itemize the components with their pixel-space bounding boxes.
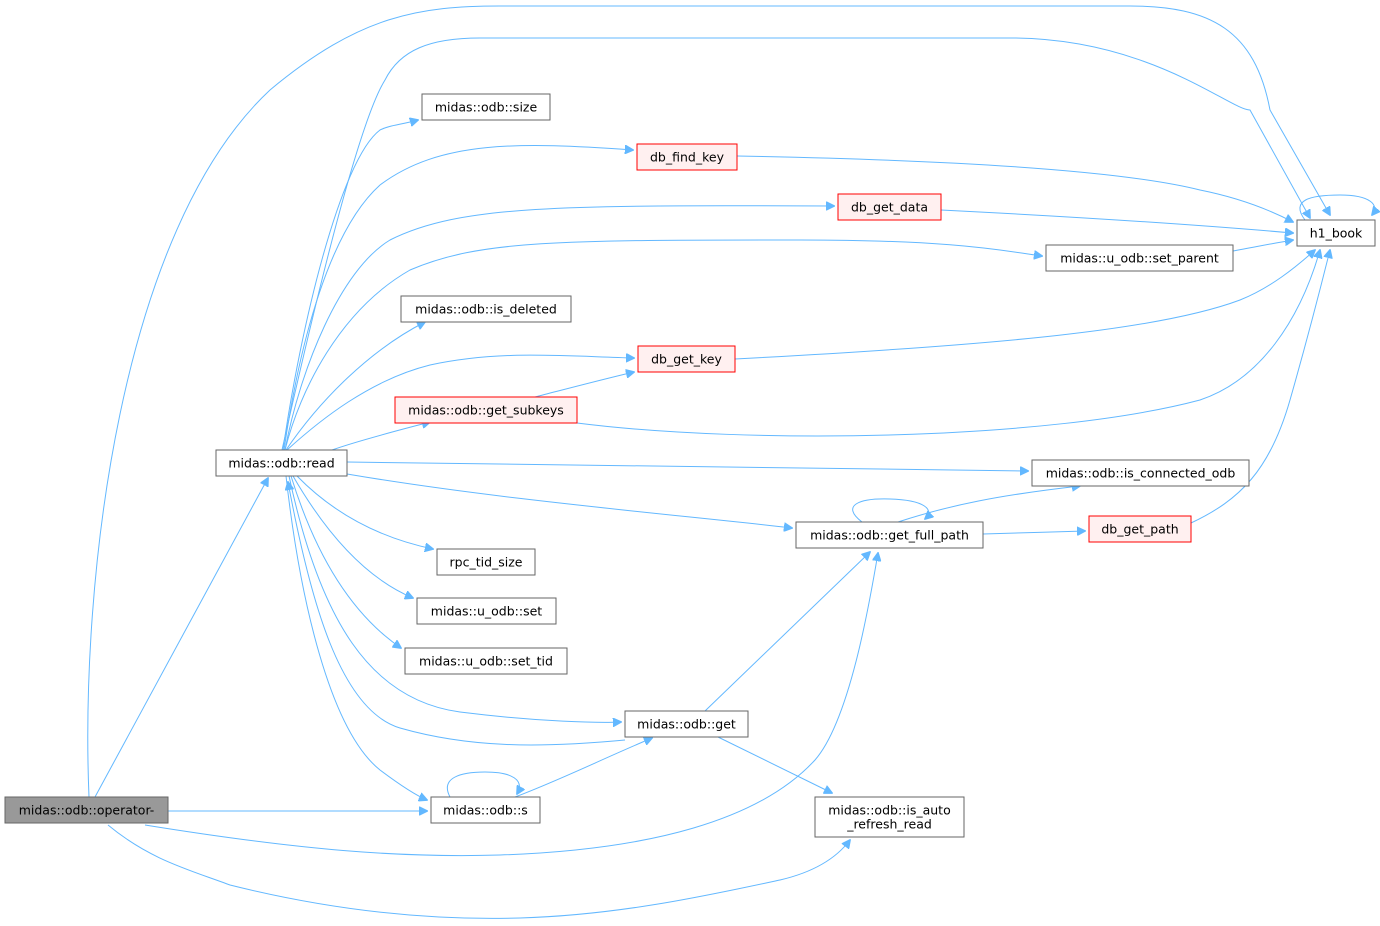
node-rpc-tid-size[interactable]: rpc_tid_size — [436, 548, 536, 576]
node-label: db_get_data — [851, 200, 928, 215]
node-box — [400, 295, 572, 323]
node-box — [624, 710, 749, 738]
node-box — [637, 345, 736, 373]
node-box — [430, 796, 541, 824]
edge-read-to-db-find-key — [283, 146, 633, 451]
node-size[interactable]: midas::odb::size — [421, 93, 551, 121]
node-box — [436, 548, 536, 576]
edge-read-to-db-get-data — [284, 206, 834, 451]
node-box — [1031, 459, 1250, 487]
edge-get-full-path-to-is-connected-odb — [897, 486, 1080, 523]
edge-get-to-get-full-path — [704, 552, 870, 712]
node-label: midas::odb::s — [443, 803, 528, 818]
edge-h1-book-to-h1-book — [1299, 194, 1375, 221]
node-label: midas::odb::is_auto — [828, 803, 951, 818]
edge-set-parent-to-h1-book — [1232, 240, 1293, 252]
edge-get-full-path-to-get-full-path — [852, 498, 929, 523]
node-box — [1088, 515, 1192, 543]
node-box — [394, 396, 578, 424]
node-read[interactable]: midas::odb::read — [215, 449, 348, 477]
node-label: midas::odb::get — [637, 717, 736, 732]
node-db-get-data[interactable]: db_get_data — [837, 193, 942, 221]
node-box — [4, 796, 169, 824]
edge-read-to-u-odb-set-tid — [290, 475, 401, 648]
node-box — [421, 93, 551, 121]
node-db-get-path[interactable]: db_get_path — [1088, 515, 1192, 543]
node-label: midas::odb::operator- — [19, 803, 155, 818]
node-label: h1_book — [1310, 226, 1363, 241]
edge-get-full-path-to-db-get-path — [982, 531, 1085, 534]
edge-get-to-is-auto-refresh-read — [717, 736, 832, 793]
edge-operator-minus-to-is-auto-refresh-read — [107, 824, 850, 919]
node-label: midas::u_odb::set_tid — [419, 654, 553, 669]
node-label: db_get_path — [1101, 522, 1178, 537]
node-label: _refresh_read — [846, 817, 932, 832]
edge-read-to-size — [282, 120, 418, 451]
node-is-auto-refresh-read[interactable]: midas::odb::is_auto_refresh_read — [814, 796, 965, 838]
node-label: midas::odb::read — [228, 456, 334, 471]
edge-read-to-set-parent — [284, 239, 1042, 451]
edge-operator-minus-to-read — [94, 478, 268, 798]
node-label: rpc_tid_size — [450, 555, 523, 570]
edge-db-get-path-to-h1-book — [1190, 250, 1330, 524]
edges — [87, 5, 1375, 919]
edge-s-to-get — [514, 738, 652, 798]
node-box — [1296, 219, 1376, 247]
node-label: midas::odb::is_deleted — [415, 302, 557, 317]
edge-s-to-s — [447, 771, 519, 798]
node-box — [416, 597, 557, 625]
node-set-parent[interactable]: midas::u_odb::set_parent — [1045, 244, 1234, 272]
node-label: midas::u_odb::set — [431, 604, 542, 619]
edge-operator-minus-to-h1-book — [87, 5, 1330, 798]
node-label: db_find_key — [650, 150, 725, 165]
node-label: midas::odb::size — [435, 100, 538, 115]
node-box — [404, 647, 568, 675]
edge-read-to-rpc-tid-size — [296, 475, 433, 549]
edge-db-get-key-to-h1-book — [734, 250, 1315, 360]
edge-read-to-get-full-path — [346, 473, 792, 528]
edge-operator-minus-to-get-full-path — [144, 553, 878, 857]
node-u-odb-set-tid[interactable]: midas::u_odb::set_tid — [404, 647, 568, 675]
node-is-deleted[interactable]: midas::odb::is_deleted — [400, 295, 572, 323]
node-label: midas::u_odb::set_parent — [1060, 251, 1219, 266]
node-db-get-key[interactable]: db_get_key — [637, 345, 736, 373]
node-get[interactable]: midas::odb::get — [624, 710, 749, 738]
node-label: midas::odb::get_full_path — [810, 528, 969, 543]
node-is-connected-odb[interactable]: midas::odb::is_connected_odb — [1031, 459, 1250, 487]
edge-db-get-data-to-h1-book — [940, 209, 1293, 233]
edge-read-to-is-connected-odb — [346, 461, 1028, 471]
node-box — [1045, 244, 1234, 272]
node-box — [814, 796, 965, 838]
edge-get-subkeys-to-db-get-key — [534, 372, 634, 398]
node-operator-minus[interactable]: midas::odb::operator- — [4, 796, 169, 824]
edge-read-to-s — [285, 475, 427, 800]
node-box — [837, 193, 942, 221]
edge-read-to-is-deleted — [285, 322, 425, 451]
node-box — [215, 449, 348, 477]
node-label: midas::odb::is_connected_odb — [1046, 466, 1236, 481]
node-label: midas::odb::get_subkeys — [408, 403, 564, 418]
node-box — [795, 521, 984, 549]
node-label: db_get_key — [651, 352, 722, 367]
edge-read-to-get-subkeys — [331, 422, 430, 451]
edge-read-to-u-odb-set — [292, 475, 413, 598]
node-box — [636, 143, 738, 171]
edge-db-find-key-to-h1-book — [736, 155, 1293, 222]
edge-read-to-h1-book — [281, 37, 1310, 451]
node-get-subkeys[interactable]: midas::odb::get_subkeys — [394, 396, 578, 424]
nodes: midas::odb::operator-midas::odb::readmid… — [4, 93, 1376, 838]
edge-get-to-read — [288, 482, 626, 746]
node-db-find-key[interactable]: db_find_key — [636, 143, 738, 171]
node-s[interactable]: midas::odb::s — [430, 796, 541, 824]
node-h1-book[interactable]: h1_book — [1296, 219, 1376, 247]
node-u-odb-set[interactable]: midas::u_odb::set — [416, 597, 557, 625]
edge-get-subkeys-to-h1-book — [576, 250, 1320, 437]
edge-read-to-get — [288, 475, 621, 722]
node-get-full-path[interactable]: midas::odb::get_full_path — [795, 521, 984, 549]
edge-read-to-db-get-key — [286, 355, 634, 451]
